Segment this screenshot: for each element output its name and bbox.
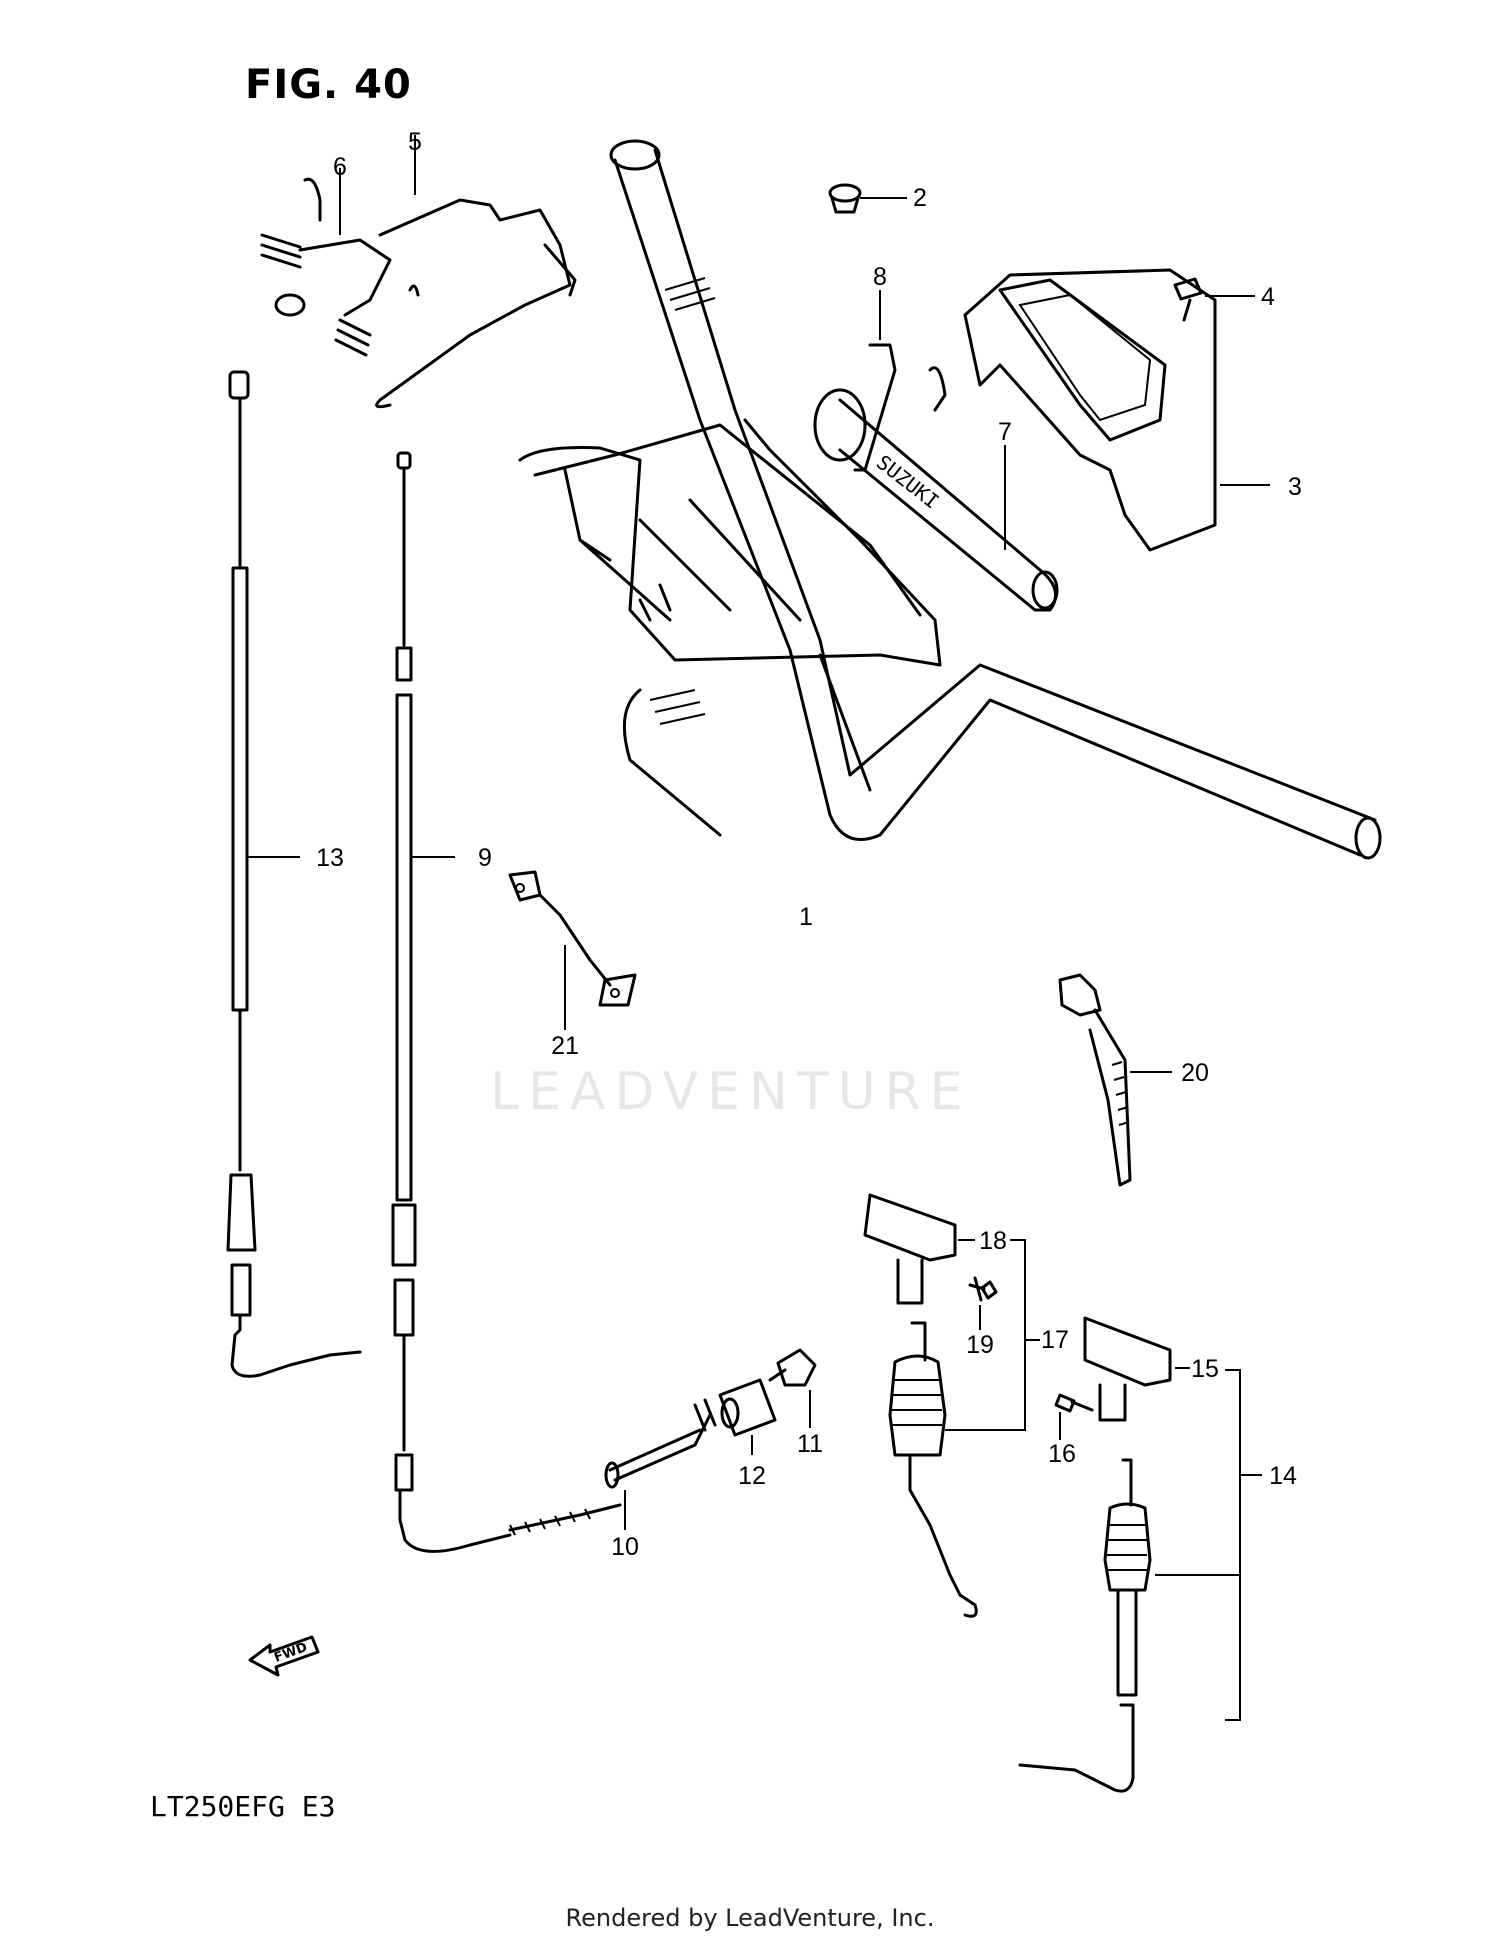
throttle-cable-part [391,451,622,1553]
handlebar-rack [518,418,942,792]
callout-12: 12 [738,1462,766,1490]
stay-part [375,135,577,409]
fitting-part [768,1348,817,1428]
callout-8: 8 [873,263,887,291]
footer-credit: Rendered by LeadVenture, Inc. [565,1904,935,1932]
callout-9: 9 [478,844,492,872]
callout-1: 1 [799,903,813,931]
callout-17: 17 [1041,1326,1069,1354]
band-part [853,290,947,472]
grip-pad-part: SUZUKI [813,388,1059,612]
callout-3: 3 [1288,473,1302,501]
clamp-band-part [1058,973,1172,1187]
adjuster-part [604,1398,717,1530]
bracket-line [1155,1369,1262,1576]
cable-part-13 [226,370,362,1378]
callout-6: 6 [333,153,347,181]
callout-16: 16 [1048,1440,1076,1468]
callout-2: 2 [913,184,927,212]
starter-knob-part [863,1193,975,1305]
callout-4: 4 [1261,283,1275,311]
callout-11: 11 [797,1430,823,1458]
screw-part-4 [1173,277,1255,322]
model-code: LT250EFG E3 [150,1790,336,1823]
callout-5: 5 [408,128,422,156]
callout-19: 19 [966,1331,994,1359]
watermark-text: LEADVENTURE [490,1062,972,1122]
callout-14: 14 [1269,1462,1297,1490]
callout-18: 18 [979,1227,1007,1255]
handlebar-part [609,139,1382,860]
choke-cable-part [1018,1369,1262,1793]
screw-part-16 [1054,1393,1094,1440]
callout-15: 15 [1191,1355,1219,1383]
nut-part [718,1378,777,1455]
bracket-line [1225,1575,1241,1721]
choke-knob-part [1083,1316,1190,1422]
springs-part [260,168,420,357]
wire-clip-part [508,870,637,1030]
figure-title: FIG. 40 [245,62,412,108]
handlebar-cover-part [963,268,1270,552]
callout-20: 20 [1181,1059,1209,1087]
screw-part-19 [968,1276,998,1330]
forward-direction-arrow: FWD [248,1635,320,1677]
callout-10: 10 [611,1533,639,1561]
plug-cap-part [828,183,907,214]
callout-7: 7 [998,418,1012,446]
callout-13: 13 [316,844,344,872]
callout-21: 21 [551,1032,579,1060]
bracket-line [945,1239,1040,1431]
callout-numbers: 1 2 3 4 5 6 7 8 9 10 11 12 13 14 15 16 1… [316,128,1302,1561]
starter-cable-part [888,1239,1040,1618]
